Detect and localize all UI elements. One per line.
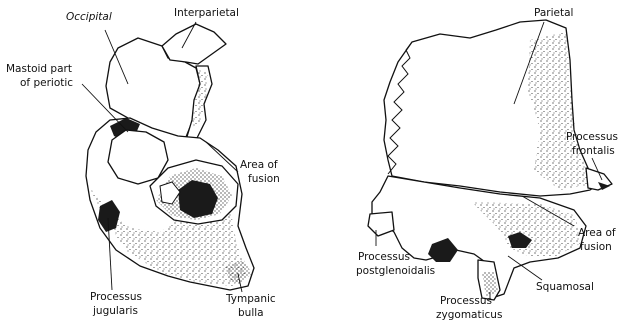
- label-proc-frontalis-1: Processus: [566, 131, 618, 143]
- processus-postglenoidalis: [368, 212, 394, 236]
- label-interparietal: Interparietal: [174, 7, 239, 19]
- label-mastoid-2: of periotic: [20, 77, 73, 89]
- interparietal-bone: [162, 24, 226, 64]
- label-area-fusion-right-2: fusion: [580, 241, 612, 253]
- label-proc-jugularis-2: jugularis: [92, 305, 138, 317]
- label-proc-postglen-1: Processus: [358, 251, 410, 263]
- label-proc-frontalis-2: frontalis: [572, 145, 615, 157]
- label-mastoid-1: Mastoid part: [6, 63, 72, 75]
- label-tympanic-2: bulla: [238, 307, 264, 319]
- parietal-stipple: [528, 32, 592, 190]
- label-proc-jugularis-1: Processus: [90, 291, 142, 303]
- label-squamosal: Squamosal: [536, 281, 594, 293]
- label-proc-postglen-2: postglenoidalis: [356, 265, 435, 277]
- left-skull-drawing: [86, 24, 254, 290]
- label-occipital: Occipital: [66, 11, 112, 23]
- label-area-fusion-right-1: Area of: [578, 227, 616, 239]
- label-area-fusion-left-1: Area of: [240, 159, 278, 171]
- label-proc-zyg-2: zygomaticus: [436, 309, 502, 321]
- label-parietal: Parietal: [534, 7, 573, 19]
- label-area-fusion-left-2: fusion: [248, 173, 280, 185]
- label-proc-zyg-1: Processus: [440, 295, 492, 307]
- label-tympanic-1: Tympanic: [225, 293, 276, 305]
